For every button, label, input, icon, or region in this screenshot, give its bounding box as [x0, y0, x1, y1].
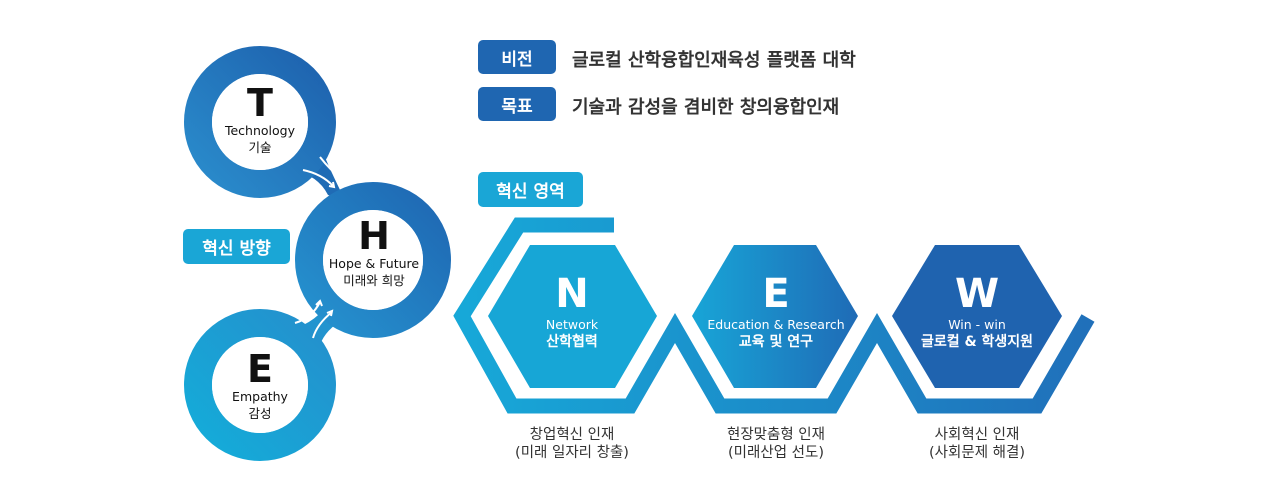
circle-h: H Hope & Future 미래와 희망 — [329, 217, 419, 289]
hexagon-w — [892, 245, 1062, 388]
hexagon-e — [692, 245, 858, 388]
circle-en: Empathy — [232, 389, 288, 404]
circle-letter: E — [247, 347, 273, 391]
innovation-direction-badge: 혁신 방향 — [183, 229, 290, 264]
outcome-e: 현장맞춤형 인재 (미래산업 선도) — [727, 426, 825, 462]
circle-e: E Empathy 감성 — [232, 350, 288, 422]
hex-en: Win - win — [948, 317, 1006, 332]
circle-ring-t — [184, 46, 336, 198]
circle-en: Hope & Future — [328, 256, 420, 271]
hex-en: Education & Research — [707, 317, 845, 332]
outcome-w: 사회혁신 인재 (사회문제 해결) — [929, 426, 1025, 462]
outcome-n: 창업혁신 인재 (미래 일자리 창출) — [515, 426, 629, 462]
hex-ko: 글로컬 & 학생지원 — [920, 334, 1034, 350]
circle-ko: 기술 — [248, 140, 272, 155]
zigzag-band — [453, 217, 1095, 414]
hex-letter: W — [954, 271, 1000, 317]
circle-ring-e — [184, 309, 336, 461]
outcome-title: 사회혁신 인재 — [934, 427, 1020, 443]
hex-ko: 교육 및 연구 — [738, 334, 814, 350]
circle-letter: H — [358, 214, 390, 258]
circle-en: Technology — [224, 123, 296, 138]
goal-text: 기술과 감성을 겸비한 창의융합인재 — [572, 97, 840, 118]
outcome-subtitle: (사회문제 해결) — [929, 445, 1025, 461]
hexagon-n — [488, 245, 657, 388]
circle-ko: 감성 — [248, 406, 272, 421]
circle-t: T Technology 기술 — [225, 84, 295, 156]
hex-letter: E — [762, 271, 790, 317]
circle-letter: T — [247, 81, 273, 125]
hex-letter: N — [555, 271, 589, 317]
circle-ko: 미래와 희망 — [343, 273, 405, 288]
hex-e-text: E Education & Research 교육 및 연구 — [707, 272, 844, 352]
outcome-title: 창업혁신 인재 — [529, 427, 615, 443]
hex-en: Network — [545, 317, 599, 332]
outcome-subtitle: (미래산업 선도) — [728, 445, 824, 461]
outcome-subtitle: (미래 일자리 창출) — [515, 445, 629, 461]
circle-ring-h — [295, 182, 451, 338]
hex-w-text: W Win - win 글로컬 & 학생지원 — [921, 272, 1033, 352]
vision-text: 글로컬 산학융합인재육성 플랫폼 대학 — [572, 50, 856, 71]
hex-ko: 산학협력 — [546, 334, 598, 350]
innovation-area-badge: 혁신 영역 — [478, 172, 583, 207]
arrow-icons — [294, 156, 346, 339]
vision-badge: 비전 — [478, 40, 556, 74]
goal-badge: 목표 — [478, 87, 556, 121]
hex-n-text: N Network 산학협력 — [546, 272, 598, 352]
outcome-title: 현장맞춤형 인재 — [727, 427, 825, 443]
